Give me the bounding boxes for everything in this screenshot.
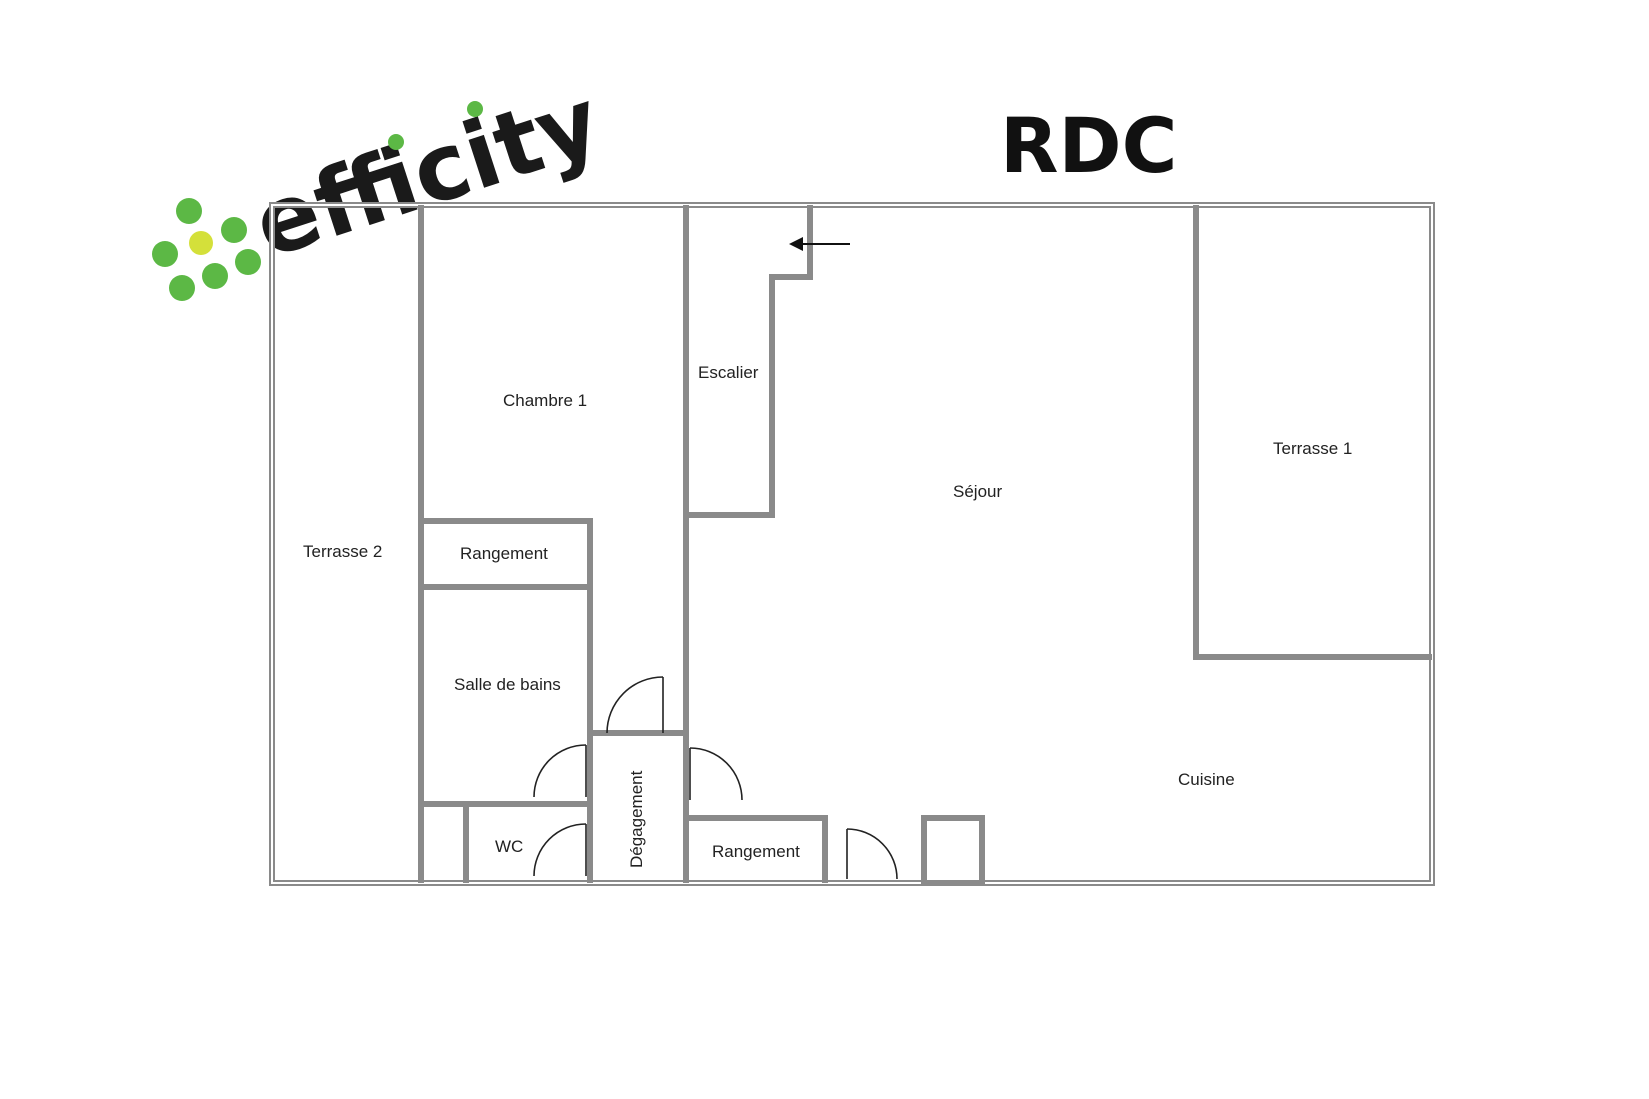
efficity-logo: efficity — [152, 67, 612, 301]
room-label-cuisine: Cuisine — [1178, 770, 1235, 789]
room-label-sejour: Séjour — [953, 482, 1002, 501]
room-label-degagement: Dégagement — [627, 770, 646, 868]
door-icon — [533, 744, 587, 798]
door-icon — [846, 828, 898, 880]
door-icon — [689, 747, 743, 801]
arrow-left-icon — [789, 237, 850, 251]
room-label-rangement-1: Rangement — [460, 544, 548, 563]
room-labels: Terrasse 2 Chambre 1 Escalier Séjour Ter… — [303, 363, 1352, 868]
room-label-terrasse-1: Terrasse 1 — [1273, 439, 1352, 458]
logo-i-dot-1 — [388, 134, 404, 150]
room-label-escalier: Escalier — [698, 363, 759, 382]
logo-wordmark: efficity — [242, 67, 613, 278]
door-icon — [606, 676, 664, 734]
floor-title: RDC — [1000, 101, 1177, 190]
door-icon — [533, 823, 587, 877]
room-label-chambre-1: Chambre 1 — [503, 391, 587, 410]
room-label-rangement-2: Rangement — [712, 842, 800, 861]
logo-dots-icon — [152, 198, 261, 301]
room-label-wc: WC — [495, 837, 523, 856]
room-label-salle-de-bains: Salle de bains — [454, 675, 561, 694]
doors — [533, 676, 898, 880]
room-label-terrasse-2: Terrasse 2 — [303, 542, 382, 561]
walls — [269, 202, 1435, 886]
logo-i-dot-2 — [467, 101, 483, 117]
